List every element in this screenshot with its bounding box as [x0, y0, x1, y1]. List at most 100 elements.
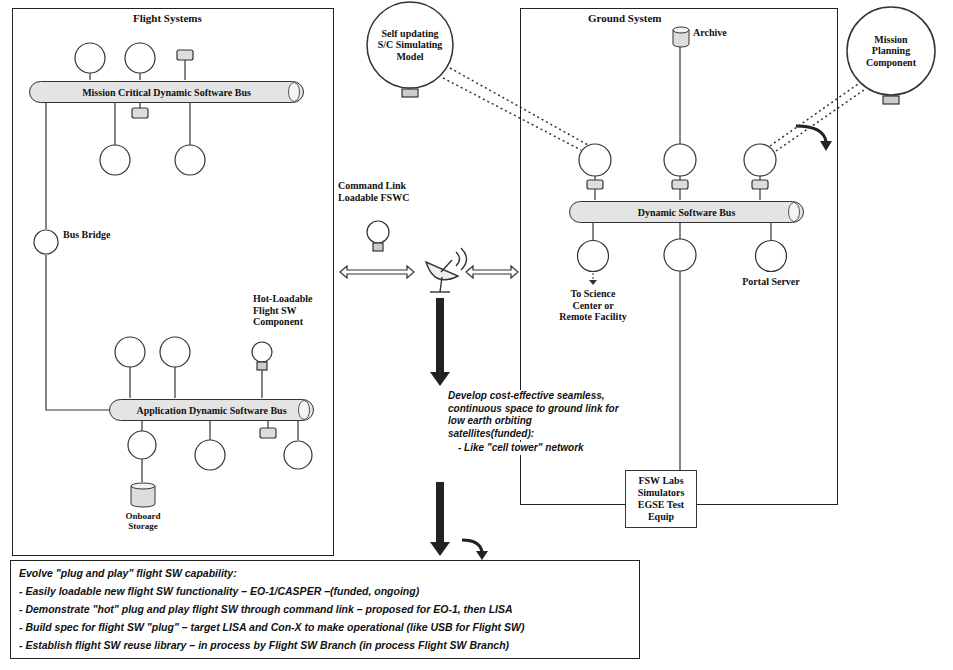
wire: [679, 46, 680, 144]
down-arrows: [430, 126, 832, 560]
sw-component-circle: [284, 441, 312, 469]
wire: [679, 222, 680, 239]
goals-box: Evolve "plug and play" flight SW capabil…: [10, 560, 640, 659]
wave: [456, 252, 460, 266]
curved-arrow: [796, 126, 826, 142]
connector-line: [45, 103, 46, 229]
component-label-node: Hot-Loadable Flight SW Component: [253, 293, 331, 328]
lab-box: FSW Labs Simulators EGSE Test Equip: [625, 470, 697, 528]
sw-component-circle: [664, 239, 696, 271]
sw-component-circle: [744, 144, 776, 176]
bus-label: Mission Critical Dynamic Software Bus: [82, 87, 251, 98]
storage-cylinder: Onboard Storage: [111, 483, 175, 532]
goal-item: - Build spec for flight SW "plug" – targ…: [19, 618, 524, 636]
sw-component-circle: [160, 337, 190, 367]
antenna-icon: [426, 248, 467, 292]
wire: [139, 73, 140, 80]
plug-icon: [260, 428, 276, 438]
plug-icon: [587, 180, 603, 189]
dotted-line: [776, 90, 864, 151]
wire: [174, 367, 175, 398]
wire: [89, 73, 90, 80]
wire: [267, 420, 268, 428]
software-bus: Mission Critical Dynamic Software Bus: [29, 81, 304, 103]
archive-cylinder: Archive: [673, 27, 731, 47]
component-node: Portal Server: [736, 240, 806, 288]
component-circle-outline: [756, 241, 787, 272]
cylinder-top: [673, 27, 689, 33]
connector-line: [46, 255, 109, 410]
bulb-base: [883, 96, 899, 104]
link-arrows: [340, 266, 518, 278]
component-label-node: Command Link Loadable FSWC: [338, 180, 422, 203]
curved-arrow: [462, 540, 482, 552]
dashed-arrow: [593, 273, 594, 280]
bus-end: [299, 401, 310, 420]
arrow-head: [589, 280, 597, 285]
circle-outline: [847, 7, 935, 95]
goal-heading: Evolve "plug and play" flight SW capabil…: [19, 564, 237, 582]
dotted-line: [450, 68, 588, 145]
feed: [441, 260, 452, 272]
wire: [261, 370, 262, 398]
cylinder-top: [131, 483, 155, 489]
connector-line: [770, 223, 771, 240]
bus-end: [289, 83, 300, 102]
bus-label: Dynamic Software Bus: [638, 207, 736, 218]
system-panel: Flight SystemsMission Critical Dynamic S…: [12, 8, 334, 556]
sw-component-circle: [115, 337, 145, 367]
flight-parts: [75, 43, 899, 482]
software-bus: Dynamic Software Bus: [569, 201, 804, 223]
wire: [189, 102, 190, 145]
bridge-circle: [34, 230, 58, 254]
dotted-callouts: [443, 68, 864, 151]
panel-title: Flight Systems: [131, 12, 204, 24]
bulb-base: [373, 243, 383, 251]
wave: [461, 248, 467, 270]
plug-icon: [752, 180, 768, 189]
panel-title: Ground System: [586, 12, 663, 24]
note-text: Develop cost-effective seamless, continu…: [448, 390, 620, 440]
connector-line: [592, 223, 593, 240]
bridge-label: Bus Bridge: [63, 229, 111, 240]
arrow-head: [476, 551, 488, 560]
bus-end: [789, 203, 800, 222]
goal-item: - Easily loadable new flight SW function…: [19, 582, 419, 600]
wire: [297, 420, 298, 440]
down-arrow: [430, 482, 450, 556]
wire: [184, 60, 185, 80]
bulb-icon: [252, 342, 272, 362]
mast: [440, 277, 442, 292]
bus-label: Application Dynamic Software Bus: [136, 405, 286, 416]
circle-outline: [367, 2, 453, 88]
mast-base: [430, 291, 450, 292]
component-label: Command Link Loadable FSWC: [338, 180, 422, 203]
dotted-line: [770, 84, 858, 146]
plug-icon: [177, 50, 193, 60]
goal-item: - Establish flight SW reuse library – in…: [19, 636, 509, 654]
sw-component-circle: [175, 145, 205, 175]
note-text: - Like "cell tower" network: [458, 442, 620, 455]
double-arrow: [466, 266, 518, 278]
lab-label: FSW Labs Simulators EGSE Test Equip: [632, 475, 690, 523]
plug-icon: [672, 180, 688, 189]
bus-tube: [30, 82, 304, 103]
sw-component-circle: [579, 144, 611, 176]
plug-icon: [132, 108, 148, 118]
wire: [679, 271, 680, 470]
component-circle: Self updating S/C Simulating Model: [366, 1, 454, 89]
component-label: Portal Server: [736, 276, 806, 288]
sw-component-circle: [125, 43, 155, 73]
component-node: To Science Center or Remote Facility: [558, 240, 628, 323]
wire: [141, 420, 142, 431]
sw-component-circle: [195, 440, 225, 470]
sw-component-circle: [664, 144, 696, 176]
circle-label: Self updating S/C Simulating Model: [375, 28, 445, 63]
bulb-base: [257, 362, 267, 370]
down-arrow: [430, 298, 450, 386]
component-circle-outline: [578, 241, 609, 272]
component-label: To Science Center or Remote Facility: [558, 288, 628, 323]
circle-label: Mission Planning Component: [855, 34, 927, 69]
bridge-node: Bus Bridge: [33, 229, 115, 255]
